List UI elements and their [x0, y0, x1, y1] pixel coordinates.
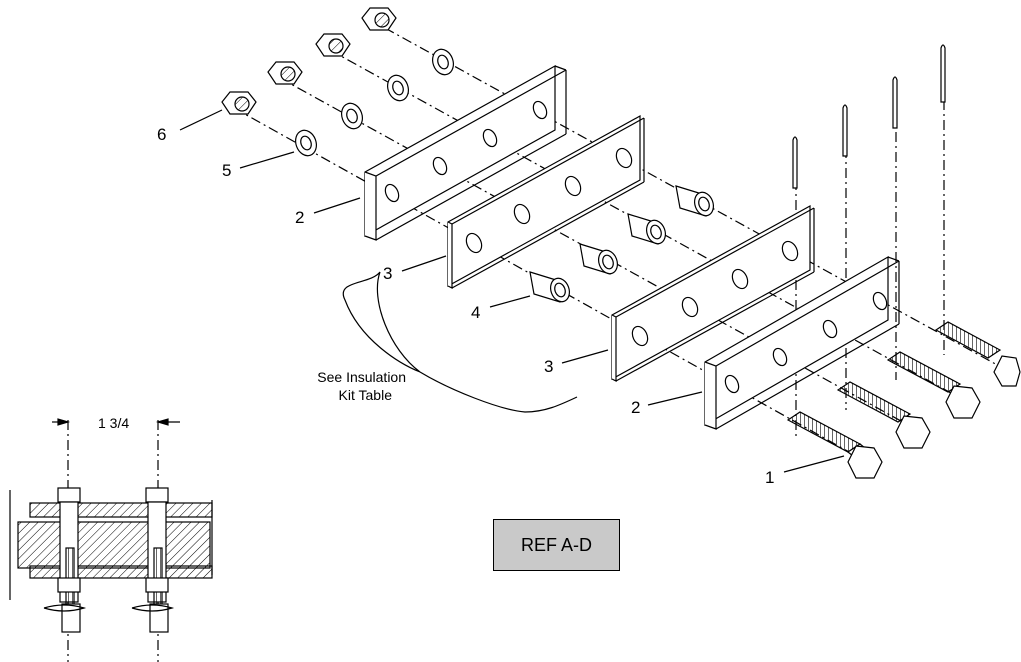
callout-1: 1 — [765, 468, 774, 487]
callout-2-lower: 2 — [631, 398, 640, 417]
callout-6: 6 — [157, 125, 166, 144]
callout-2-upper: 2 — [295, 208, 304, 227]
dimension-label: 1 3/4 — [98, 415, 129, 431]
section-detail — [9, 418, 213, 662]
lock-washer-group — [295, 48, 454, 157]
insulation-note-line2: Kit Table — [339, 387, 393, 403]
hex-nut-group — [221, 7, 397, 115]
callout-3-upper: 3 — [383, 264, 392, 283]
callout-4: 4 — [471, 303, 480, 322]
insulation-note-line1: See Insulation — [317, 369, 406, 385]
insulating-plate-upper — [447, 114, 645, 289]
callout-5: 5 — [222, 161, 231, 180]
cotter-pin-group — [792, 44, 946, 189]
leader-lines — [179, 109, 845, 473]
insulation-bracket — [342, 271, 578, 413]
callout-3-lower: 3 — [544, 357, 553, 376]
hex-bolt-group — [786, 321, 1021, 479]
insulating-sleeve-group — [529, 185, 715, 303]
insulating-plate-lower — [611, 204, 815, 382]
reference-box: REF A-D — [493, 519, 620, 571]
splice-plate-lower — [704, 255, 900, 430]
splice-plate-upper — [364, 64, 567, 241]
